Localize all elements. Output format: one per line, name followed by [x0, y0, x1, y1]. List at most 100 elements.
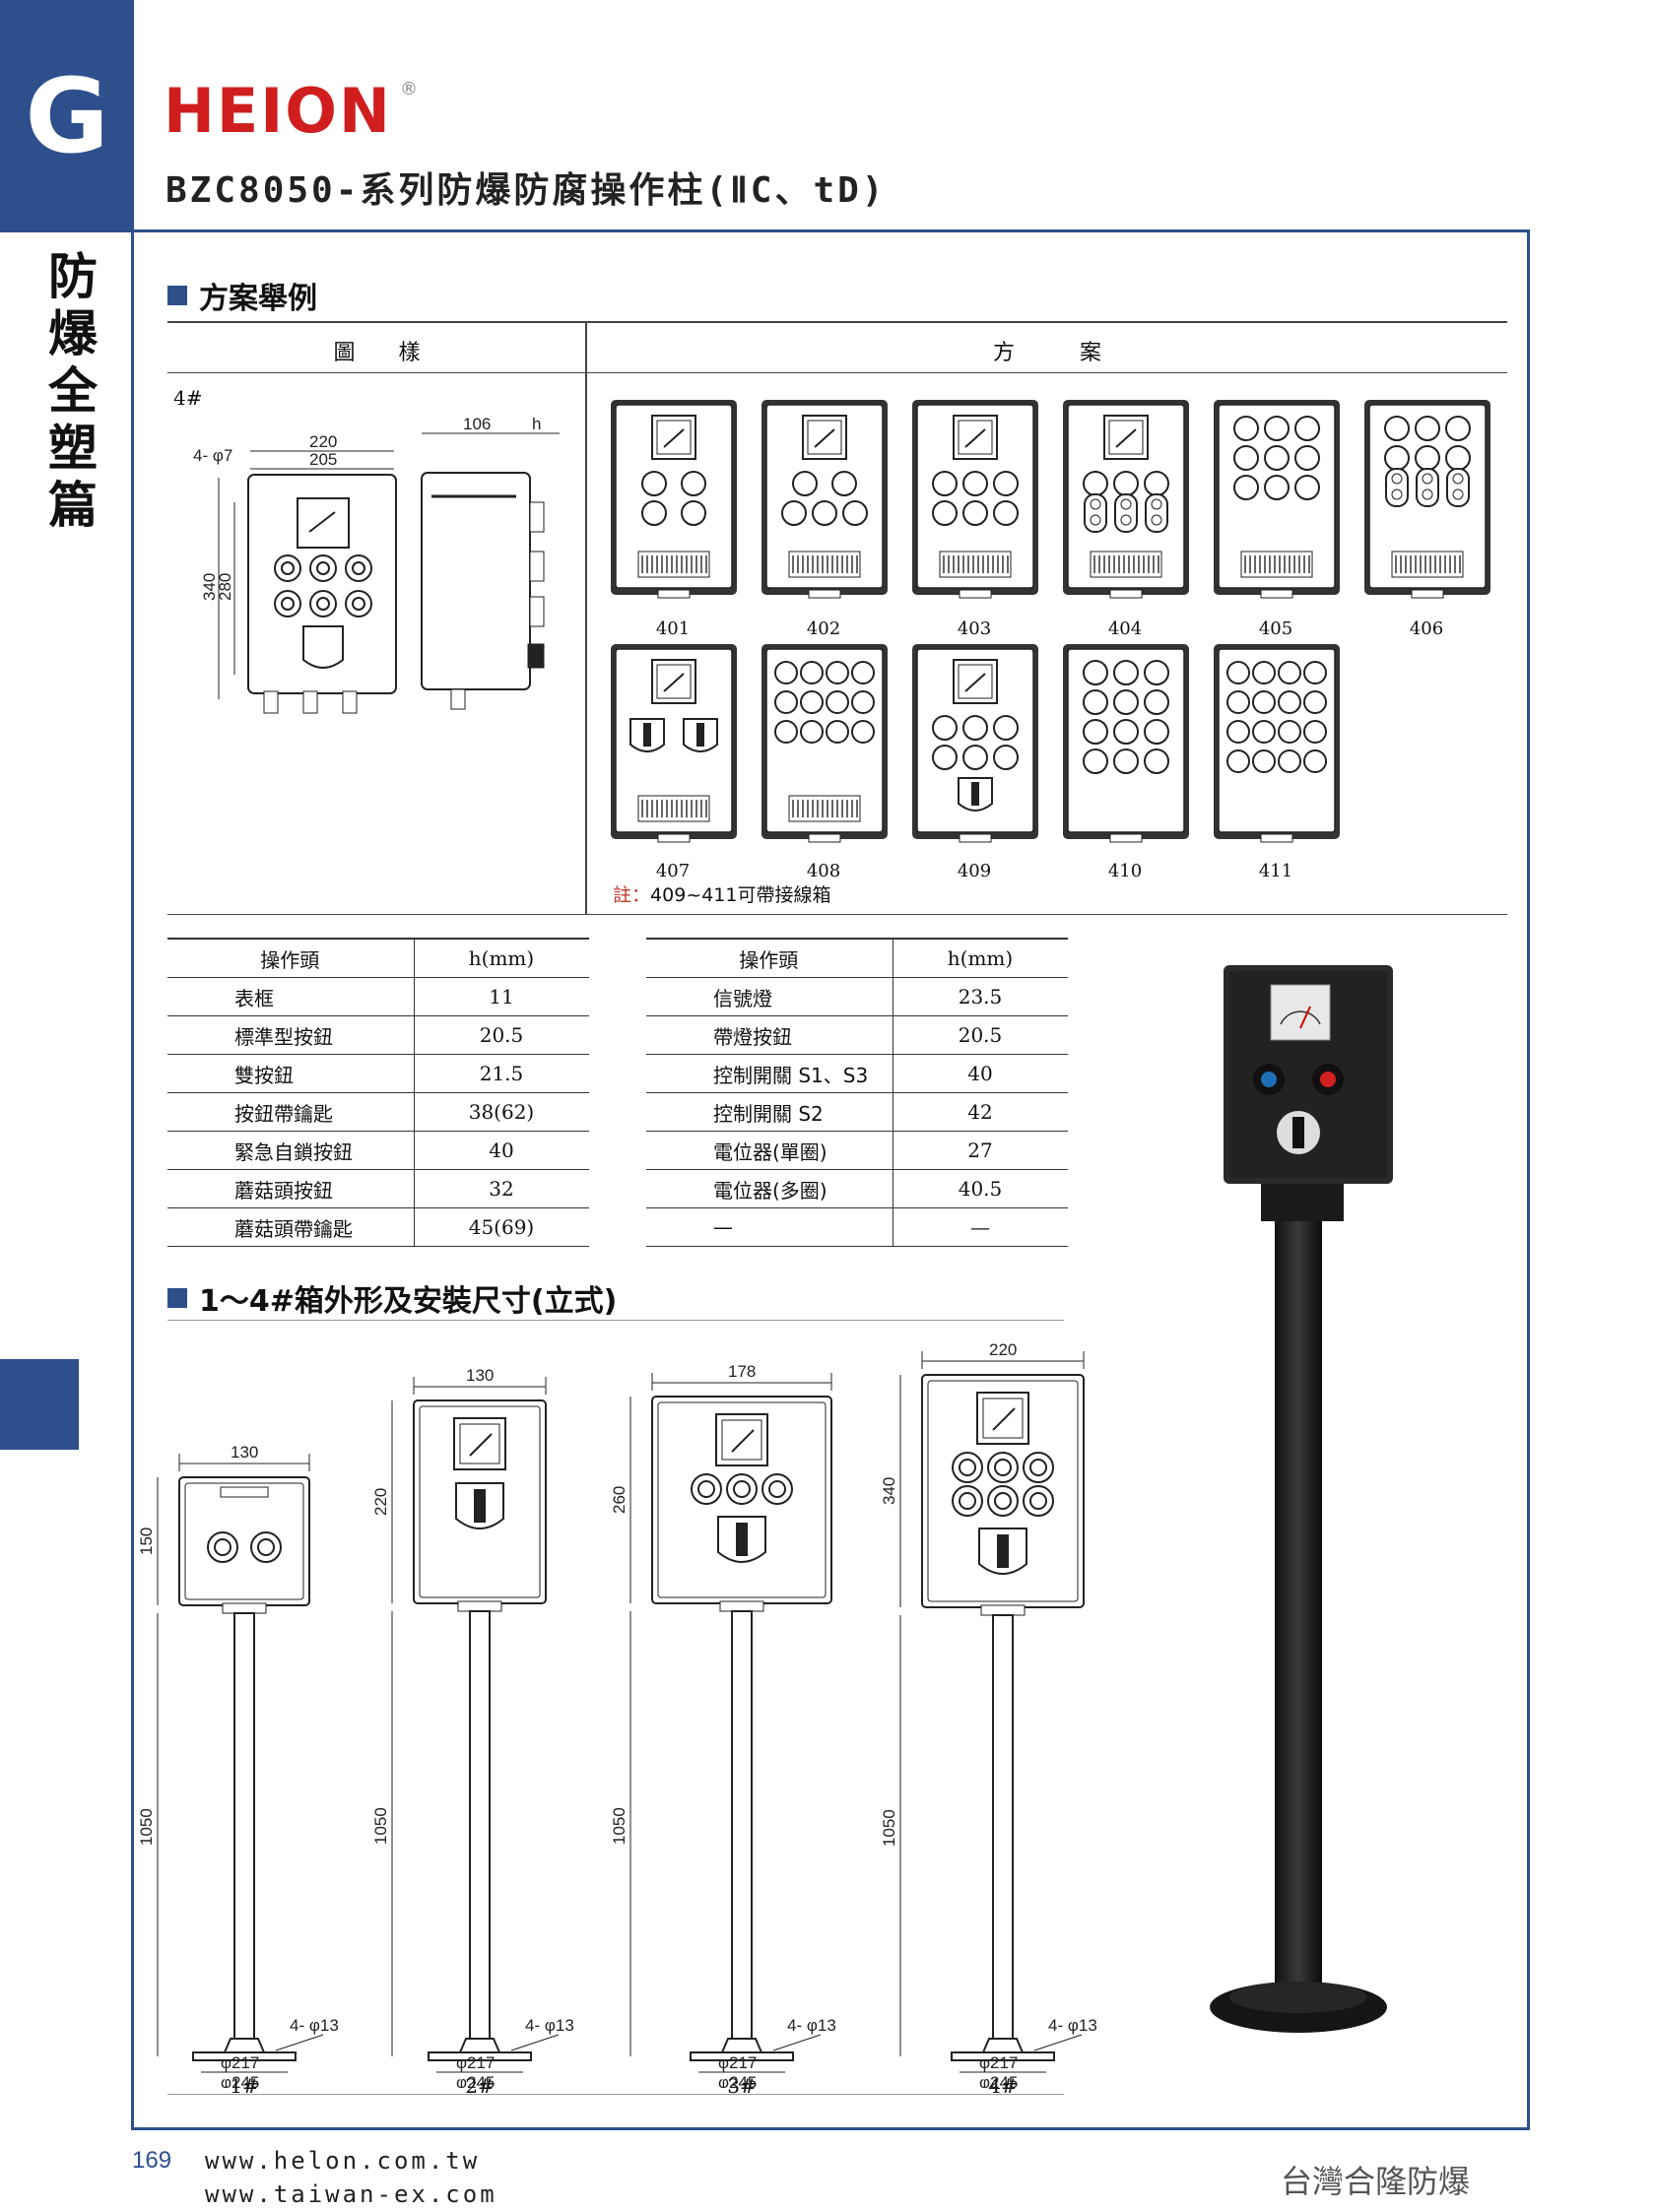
section-heading-dimensions: 1～4#箱外形及安裝尺寸(立式)	[167, 1276, 617, 1320]
operator-head: 電位器(多圈)	[646, 1169, 894, 1208]
dim-w-outer: 220	[309, 432, 337, 451]
scheme-label-409: 409	[957, 861, 992, 881]
h-value: 40	[893, 1054, 1068, 1093]
section-heading-text: 方案舉例	[199, 282, 317, 316]
operator-head: 電位器(單圈)	[646, 1131, 894, 1170]
unit-d2-dim: φ245	[221, 2073, 259, 2088]
scheme-406	[1362, 398, 1490, 599]
heading-square-icon	[167, 286, 187, 305]
operator-head: 按鈕帶鑰匙	[167, 1092, 415, 1132]
table-left-header-head: 操作頭	[167, 938, 415, 978]
operator-head: 信號燈	[646, 977, 894, 1016]
table-divider	[585, 321, 587, 914]
scheme-label-408: 408	[806, 861, 841, 881]
unit-d2-dim: φ245	[979, 2073, 1018, 2088]
col-header-scheme: 方 案	[992, 341, 1101, 365]
unit-d1-dim: φ217	[718, 2053, 757, 2072]
h-value: 42	[893, 1092, 1068, 1132]
scheme-407	[609, 642, 737, 843]
scheme-403	[910, 398, 1038, 599]
section-heading-text: 1～4#箱外形及安裝尺寸(立式)	[199, 1284, 618, 1319]
operator-head: 表框	[167, 977, 415, 1016]
content-frame	[131, 229, 1530, 2130]
scheme-409	[910, 642, 1038, 843]
table-bottom-rule	[167, 914, 1507, 915]
unit-d1-dim: φ217	[979, 2053, 1018, 2072]
unit-pole-dim: 1050	[140, 1808, 156, 1846]
unit-label: 2#	[465, 2074, 495, 2098]
scheme-label-404: 404	[1107, 618, 1143, 639]
website-link-1[interactable]: www.helon.com.tw	[205, 2147, 481, 2175]
h-value: 20.5	[414, 1015, 589, 1055]
scheme-label-401: 401	[655, 618, 691, 639]
unit-pole-dim: 1050	[613, 1807, 629, 1845]
unit-holes-dim: 4- φ13	[1048, 2016, 1097, 2035]
unit-d1-dim: φ217	[221, 2053, 259, 2072]
table-row: 電位器(多圈)40.5	[646, 1169, 1068, 1208]
h-value: 20.5	[893, 1015, 1068, 1055]
unit-label: 4#	[988, 2074, 1018, 2098]
scheme-label-403: 403	[957, 618, 992, 639]
table-right-header-head: 操作頭	[646, 938, 894, 978]
unit-holes-dim: 4- φ13	[290, 2016, 339, 2035]
operator-head: 標準型按鈕	[167, 1015, 415, 1055]
table-row: ——	[646, 1207, 1068, 1247]
unit-width-dim: 178	[728, 1362, 756, 1381]
operator-head: 控制開關 S2	[646, 1092, 894, 1132]
unit-holes-dim: 4- φ13	[787, 2016, 836, 2035]
h-value: 40	[414, 1131, 589, 1170]
operator-head: 蘑菇頭帶鑰匙	[167, 1207, 415, 1247]
unit-d2-dim: φ245	[718, 2073, 757, 2088]
website-link-2[interactable]: www.taiwan-ex.com	[205, 2180, 497, 2208]
scheme-label-406: 406	[1409, 618, 1444, 639]
unit-pole-dim: 1050	[883, 1809, 898, 1847]
side-marker	[0, 1359, 79, 1450]
operator-head: 蘑菇頭按鈕	[167, 1169, 415, 1208]
operator-head: —	[646, 1207, 894, 1247]
h-value: —	[893, 1207, 1068, 1247]
scheme-402	[760, 398, 888, 599]
table-right-header-h: h(mm)	[893, 938, 1068, 978]
table-header-rule	[167, 372, 1507, 373]
h-value: 11	[414, 977, 589, 1016]
section-tab: G	[0, 0, 134, 232]
company-name: 台灣合隆防爆	[1281, 2163, 1471, 2200]
scheme-label-407: 407	[655, 861, 691, 881]
section-heading-schemes: 方案舉例	[167, 274, 317, 317]
unit-holes-dim: 4- φ13	[525, 2016, 574, 2035]
operator-head: 雙按鈕	[167, 1054, 415, 1093]
unit-label: 1#	[230, 2074, 259, 2098]
scheme-label-402: 402	[806, 618, 841, 639]
operator-head: 帶燈按鈕	[646, 1015, 894, 1055]
heading-square-icon	[167, 1288, 187, 1308]
scheme-411	[1212, 642, 1340, 843]
operator-head: 緊急自鎖按鈕	[167, 1131, 415, 1170]
h-value: 27	[893, 1131, 1068, 1170]
product-photo	[1210, 965, 1393, 2033]
unit-height-dim: 150	[140, 1528, 156, 1555]
brand-logo: HEION	[164, 75, 392, 147]
note-prefix: 註：	[613, 884, 651, 906]
table-left-header-h: h(mm)	[414, 938, 589, 978]
unit-d1-dim: φ217	[456, 2053, 495, 2072]
scheme-label-411: 411	[1258, 861, 1293, 881]
h-value: 45(69)	[414, 1207, 589, 1247]
dim-h: h	[532, 415, 541, 433]
section-letter: G	[25, 56, 109, 176]
unit-pole-dim: 1050	[374, 1807, 390, 1845]
h-value: 40.5	[893, 1169, 1068, 1208]
note-text: 409~411可帶接線箱	[650, 884, 831, 906]
scheme-404	[1061, 398, 1189, 599]
